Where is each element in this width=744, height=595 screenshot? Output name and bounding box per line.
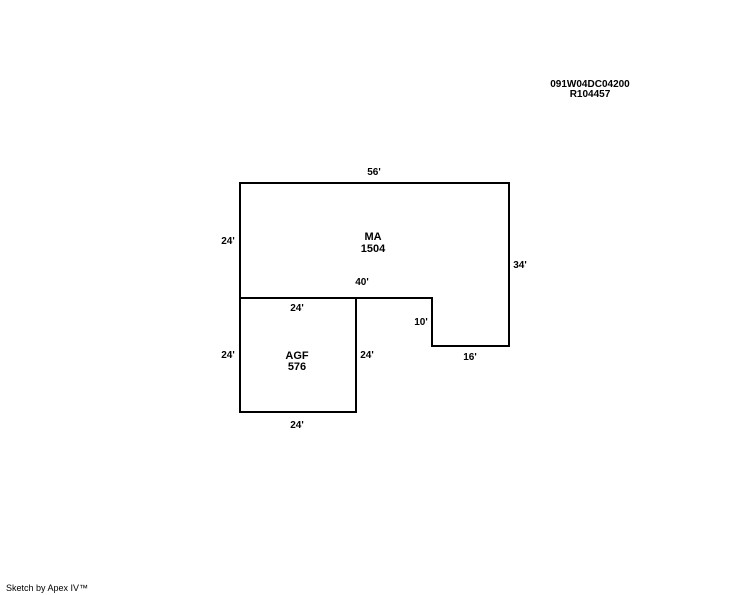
dim-ma-right: 34' (513, 260, 527, 271)
dim-ma-left: 24' (221, 236, 235, 247)
dim-agf-right: 24' (360, 350, 374, 361)
dim-ma-notch-vertical: 10' (414, 317, 428, 328)
agf-outline (239, 297, 357, 413)
dim-agf-left: 24' (221, 350, 235, 361)
agf-area-sqft: 576 (288, 361, 306, 373)
ma-area-code: MA (364, 231, 381, 243)
dim-ma-notch-bottom: 16' (463, 352, 477, 363)
dim-ma-top: 56' (367, 167, 381, 178)
map-number: 091W04DC04200 (550, 79, 630, 90)
account-number: R104457 (570, 89, 611, 100)
dim-agf-bottom: 24' (290, 420, 304, 431)
ma-area-sqft: 1504 (361, 243, 386, 255)
dim-agf-top: 24' (290, 303, 304, 314)
ma-outline (239, 182, 510, 347)
sketch-credit: Sketch by Apex IV™ (6, 583, 89, 593)
agf-area-code: AGF (285, 350, 309, 362)
dim-ma-inner-top: 40' (355, 277, 369, 288)
